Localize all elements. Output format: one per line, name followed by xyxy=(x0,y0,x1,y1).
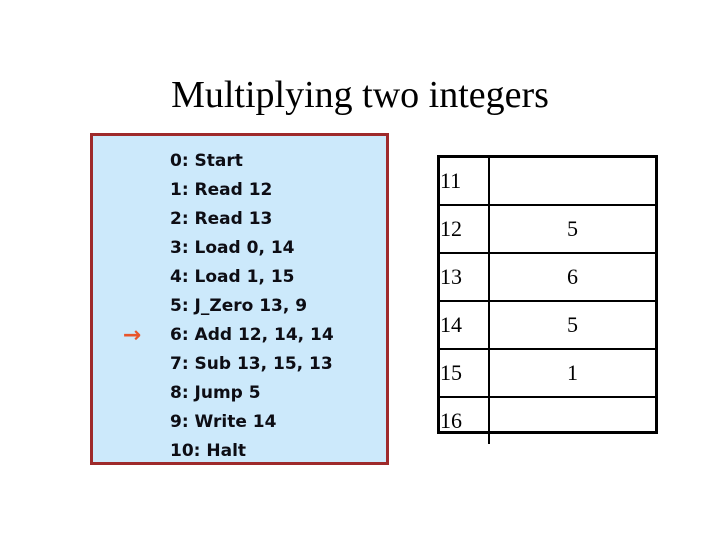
memory-address-cell: 13 xyxy=(440,252,490,302)
memory-value-cell: 1 xyxy=(488,348,655,398)
memory-address-cell: 16 xyxy=(440,396,490,444)
program-line: 3: Load 0, 14 xyxy=(170,234,385,263)
memory-value-cell xyxy=(488,396,655,444)
program-line-label: 8: Jump 5 xyxy=(170,383,261,403)
program-line-label: 2: Read 13 xyxy=(170,209,273,229)
memory-address-cell: 14 xyxy=(440,300,490,350)
program-line-label: 5: J_Zero 13, 9 xyxy=(170,296,308,316)
program-line-label: 0: Start xyxy=(170,151,243,171)
memory-address-cell: 15 xyxy=(440,348,490,398)
memory-address-cell: 12 xyxy=(440,204,490,254)
program-line: 9: Write 14 xyxy=(170,408,385,437)
page-title: Multiplying two integers xyxy=(171,74,549,116)
memory-value-cell: 6 xyxy=(488,252,655,302)
program-listing-panel: 0: Start 1: Read 12 2: Read 13 3: Load 0, 1… xyxy=(90,133,389,465)
program-line: → 6: Add 12, 14, 14 xyxy=(123,321,385,350)
program-line: 0: Start xyxy=(170,147,385,176)
memory-value-cell: 5 xyxy=(488,300,655,350)
program-line-label: 1: Read 12 xyxy=(170,180,273,200)
program-line: 10: Halt xyxy=(170,437,385,466)
program-line-label: 3: Load 0, 14 xyxy=(170,238,295,258)
memory-address-cell: 11 xyxy=(440,158,490,206)
program-line-label: 6: Add 12, 14, 14 xyxy=(170,325,334,345)
program-counter-arrow-icon: → xyxy=(122,323,142,348)
program-line: 4: Load 1, 15 xyxy=(170,263,385,292)
program-line-label: 7: Sub 13, 15, 13 xyxy=(170,354,333,374)
program-line: 2: Read 13 xyxy=(170,205,385,234)
program-line-label: 9: Write 14 xyxy=(170,412,277,432)
table-row: 16 xyxy=(440,396,655,444)
program-line: 1: Read 12 xyxy=(170,176,385,205)
program-lines-list: 0: Start 1: Read 12 2: Read 13 3: Load 0, 1… xyxy=(123,147,385,466)
program-line-label: 10: Halt xyxy=(170,441,247,461)
program-line: 7: Sub 13, 15, 13 xyxy=(170,350,385,379)
program-line: 5: J_Zero 13, 9 xyxy=(170,292,385,321)
program-line: 8: Jump 5 xyxy=(170,379,385,408)
memory-value-cell xyxy=(488,158,655,206)
table-row: 11 xyxy=(440,158,655,206)
memory-value-cell: 5 xyxy=(488,204,655,254)
program-line-label: 4: Load 1, 15 xyxy=(170,267,295,287)
